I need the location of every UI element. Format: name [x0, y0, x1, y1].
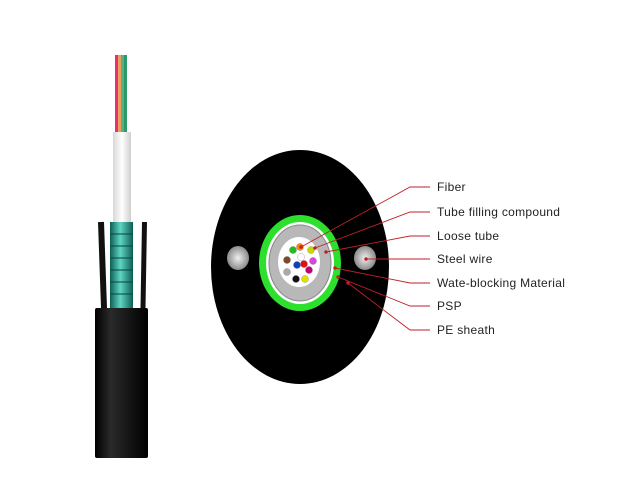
label-psp: PSP	[437, 299, 462, 313]
steel-wire-left	[227, 246, 249, 270]
leader-dot	[313, 246, 317, 250]
fiber-core	[305, 266, 313, 274]
label-steel-wire: Steel wire	[437, 252, 493, 266]
leader-dot	[364, 257, 368, 261]
leader-dot	[346, 281, 350, 285]
steel-wire-rod-right	[140, 221, 147, 313]
fiber-strands	[115, 55, 127, 133]
leader-lines	[299, 186, 430, 331]
label-fiber: Fiber	[437, 180, 466, 194]
leader-dot	[336, 275, 340, 279]
leader-line	[314, 211, 430, 249]
leader-line	[334, 267, 430, 284]
fiber-core	[293, 261, 301, 269]
fiber-core	[297, 253, 305, 261]
leader-line	[347, 282, 430, 331]
leader-line	[337, 276, 430, 307]
labels: Fiber Tube filling compound Loose tube S…	[437, 180, 565, 337]
leader-line	[300, 186, 430, 248]
cable-cross-section	[211, 150, 389, 384]
label-loose-tube: Loose tube	[437, 229, 499, 243]
label-pe-sheath: PE sheath	[437, 323, 495, 337]
fiber-core	[301, 275, 309, 283]
leader-line	[325, 235, 430, 253]
fiber-core	[307, 246, 315, 254]
leader-dot	[299, 245, 303, 249]
fiber-core	[283, 256, 291, 264]
fiber-core	[289, 246, 297, 254]
fiber-core	[309, 257, 317, 265]
pe-sheath-side	[95, 308, 148, 458]
label-tube-filling-compound: Tube filling compound	[437, 205, 560, 219]
leader-dot	[324, 250, 328, 254]
loose-tube-side	[113, 132, 131, 224]
leader-dot	[333, 266, 337, 270]
steel-wire-rod-left	[98, 221, 108, 313]
label-water-blocking-material: Wate-blocking Material	[437, 276, 565, 290]
fiber-core	[283, 268, 291, 276]
psp-armor-side	[110, 222, 133, 310]
cable-side-view	[95, 55, 148, 458]
fiber-core	[292, 275, 300, 283]
fiber-core	[300, 260, 308, 268]
